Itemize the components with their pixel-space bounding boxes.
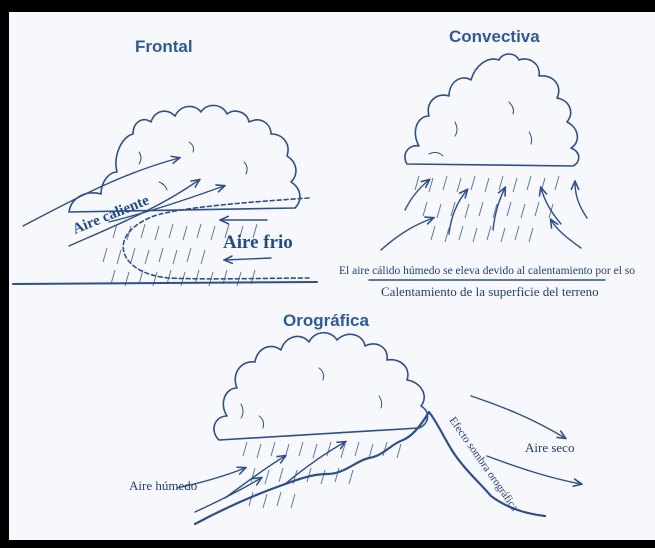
convectiva-rising-arrows (381, 180, 587, 250)
orografica-cloud (214, 333, 428, 440)
convectiva-title: Convectiva (449, 27, 540, 46)
convectiva-ground-caption: Calentamiento de la superficie del terre… (381, 284, 599, 299)
frontal-ground-line (13, 282, 317, 284)
frontal-cloud (69, 105, 300, 212)
humid-air-arrows (177, 442, 345, 512)
convectiva-rising-air-caption: El aire cálido húmedo se eleva devido al… (339, 265, 635, 277)
orografica-panel: Orográfica (129, 311, 581, 524)
convectiva-rain (415, 176, 559, 242)
frontal-title: Frontal (135, 37, 193, 56)
convectiva-cloud (405, 54, 579, 166)
convectiva-panel: Convectiva (339, 27, 635, 299)
orografica-title: Orográfica (283, 311, 370, 330)
precipitation-types-diagram: Frontal (9, 12, 655, 540)
frontal-panel: Frontal (13, 37, 317, 286)
diagram-canvas: Frontal (9, 12, 655, 540)
dry-air-label: Aire seco (525, 440, 574, 455)
humid-air-label: Aire húmedo (129, 478, 197, 493)
cold-air-label: Aire frio (223, 232, 293, 253)
